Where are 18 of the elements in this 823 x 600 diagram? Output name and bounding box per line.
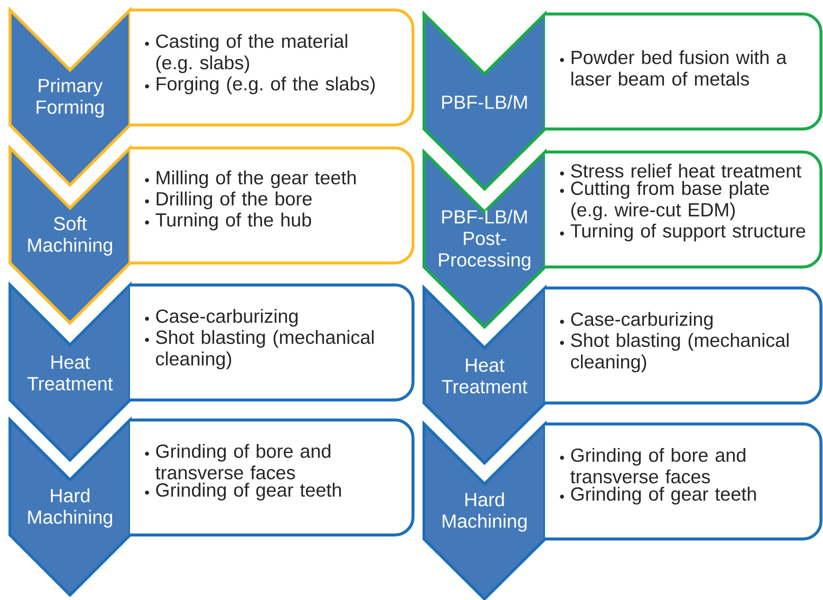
chevron-step: PBF-LB/M	[422, 10, 546, 192]
step-box: Stress relief heat treatment Cutting from base plate (e.g. wire-cut EDM) Turning of support structure	[545, 150, 822, 268]
chevron-step: Soft Machining	[8, 144, 132, 326]
chevron-step: Primary Forming	[8, 6, 132, 188]
step-box: Case-carburizing Shot blasting (mechanical cleaning)	[545, 286, 822, 404]
step-box: Case-carburizing Shot blasting (mechanical cleaning)	[128, 284, 414, 402]
chevron-step: Heat Treatment	[422, 284, 546, 466]
step-box: Grinding of bore and transverse faces Grinding of gear teeth	[545, 422, 822, 540]
step-box: Milling of the gear teeth Drilling of the bore Turning of the hub	[128, 146, 414, 264]
step-box: Powder bed fusion with a laser beam of metals	[545, 12, 822, 130]
chevron-step: Hard Machining	[8, 416, 132, 598]
chevron-step: Hard Machining	[422, 420, 546, 600]
step-box: Grinding of bore and transverse faces Grinding of gear teeth	[128, 418, 414, 536]
node-label: Hard Machining	[28, 488, 112, 528]
step-box: Casting of the material (e.g. slabs) Forging (e.g. of the slabs)	[128, 8, 414, 126]
chevron-step: Heat Treatment	[8, 281, 132, 462]
node-label: Hard Machining	[442, 492, 527, 532]
chevron-step: PBF-LB/M Post-Processing	[422, 148, 546, 330]
